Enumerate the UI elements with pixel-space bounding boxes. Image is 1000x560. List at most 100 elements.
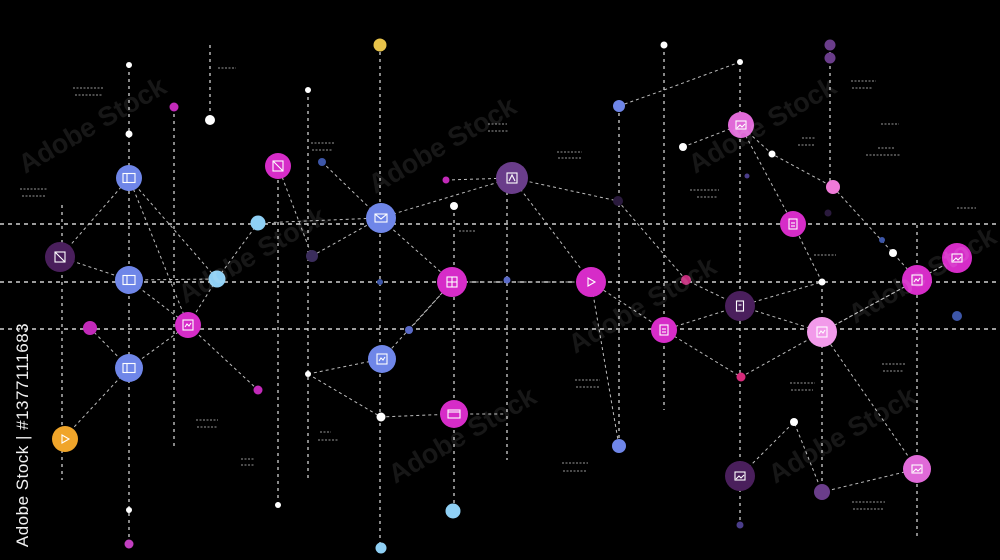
- node-circle: [780, 211, 806, 237]
- slash-box-icon-glyph: [272, 160, 284, 172]
- diagram-node: [902, 265, 932, 295]
- connector: [128, 177, 189, 326]
- node-circle: [725, 461, 755, 491]
- dot-dim-purple: [306, 250, 318, 262]
- dot-navy: [318, 158, 326, 166]
- dot-light-blue: [445, 503, 461, 519]
- diagram-node: [728, 112, 754, 138]
- chart-icon-glyph: [816, 326, 828, 338]
- dot-white: [679, 143, 687, 151]
- dot-white: [450, 202, 458, 210]
- diagram-node: [903, 455, 931, 483]
- dot-navy: [377, 279, 383, 285]
- node-circle: [52, 426, 78, 452]
- chart-icon: [182, 319, 194, 331]
- diagram-node: [116, 165, 142, 191]
- slash-box-icon-glyph: [272, 160, 284, 172]
- image-icon-glyph: [734, 471, 746, 481]
- dot-purple: [824, 52, 836, 64]
- image-icon: [911, 464, 923, 474]
- dot-white: [376, 412, 386, 422]
- list-icon: [659, 324, 669, 336]
- vertical-guides: [61, 45, 918, 548]
- image-icon-glyph: [912, 467, 922, 473]
- dot-navy: [952, 311, 962, 321]
- node-circle: [115, 354, 143, 382]
- connector: [61, 367, 130, 441]
- dot-magenta: [124, 539, 134, 549]
- image-icon-glyph: [911, 464, 923, 474]
- dot-purple: [814, 484, 830, 500]
- connector: [663, 329, 918, 470]
- node-circle: [725, 291, 755, 321]
- play-icon: [61, 434, 71, 444]
- window-icon: [447, 409, 461, 419]
- chart-icon-glyph: [184, 322, 192, 328]
- dot-light-blue: [250, 215, 266, 231]
- grid-icon: [446, 276, 458, 288]
- connector: [739, 421, 918, 493]
- card-icon-glyph: [122, 172, 136, 184]
- image-icon: [734, 471, 746, 481]
- dot-light-blue: [208, 270, 226, 288]
- diagram-node: [115, 266, 143, 294]
- image-icon-glyph: [735, 120, 747, 130]
- mail-icon-glyph: [374, 213, 388, 220]
- node-circle: [366, 203, 396, 233]
- diagram-node: [725, 291, 755, 321]
- dot-white: [737, 59, 743, 65]
- dot-magenta: [681, 275, 691, 285]
- diagram-node: [440, 400, 468, 428]
- annotation-marks: [20, 67, 976, 510]
- dot-white: [660, 41, 668, 49]
- diagram-node: [52, 426, 78, 452]
- diagram-node: [807, 317, 837, 347]
- chart-icon: [376, 353, 388, 365]
- image-icon-glyph: [736, 123, 746, 129]
- node-circle: [728, 112, 754, 138]
- triangle-icon-glyph: [506, 172, 518, 184]
- diagram-node: [496, 162, 528, 194]
- doc-icon-glyph: [735, 300, 745, 312]
- chart-icon-glyph: [378, 356, 386, 362]
- slash-box-icon: [272, 160, 284, 172]
- chart-icon-glyph: [913, 277, 921, 283]
- connector: [307, 373, 505, 418]
- node-circle: [576, 267, 606, 297]
- dot-magenta: [253, 385, 263, 395]
- diagram-node: [366, 203, 396, 233]
- dot-magenta: [736, 372, 746, 382]
- chart-icon-glyph: [182, 319, 194, 331]
- chart-icon: [911, 274, 923, 286]
- icon-nodes: [45, 112, 972, 491]
- list-icon: [788, 218, 798, 230]
- diagram-node: [437, 267, 467, 297]
- node-circle: [903, 455, 931, 483]
- chart-icon-glyph: [376, 353, 388, 365]
- connector: [59, 256, 259, 391]
- diagram-node: [942, 243, 972, 273]
- dot-blue: [503, 276, 511, 284]
- dot-white: [275, 502, 281, 508]
- dot-white: [205, 115, 215, 125]
- dot-dark: [824, 209, 832, 217]
- dot-white: [126, 507, 132, 513]
- dot-magenta: [169, 102, 179, 112]
- slash-box-icon: [54, 251, 66, 263]
- slash-box-icon-glyph: [54, 251, 66, 263]
- doc-icon: [735, 300, 745, 312]
- dot-magenta: [442, 176, 450, 184]
- stock-credit-label: Adobe Stock | #1377111683: [13, 322, 32, 548]
- play-icon-glyph: [587, 277, 597, 287]
- dot-navy: [744, 173, 750, 179]
- dot-purple: [824, 39, 836, 51]
- window-icon-glyph: [447, 409, 461, 419]
- chart-icon: [816, 326, 828, 338]
- diagram-node: [115, 354, 143, 382]
- card-icon: [122, 362, 136, 374]
- image-icon: [735, 120, 747, 130]
- card-icon: [122, 274, 136, 286]
- slash-box-icon-glyph: [54, 251, 66, 263]
- diagram-node: [45, 242, 75, 272]
